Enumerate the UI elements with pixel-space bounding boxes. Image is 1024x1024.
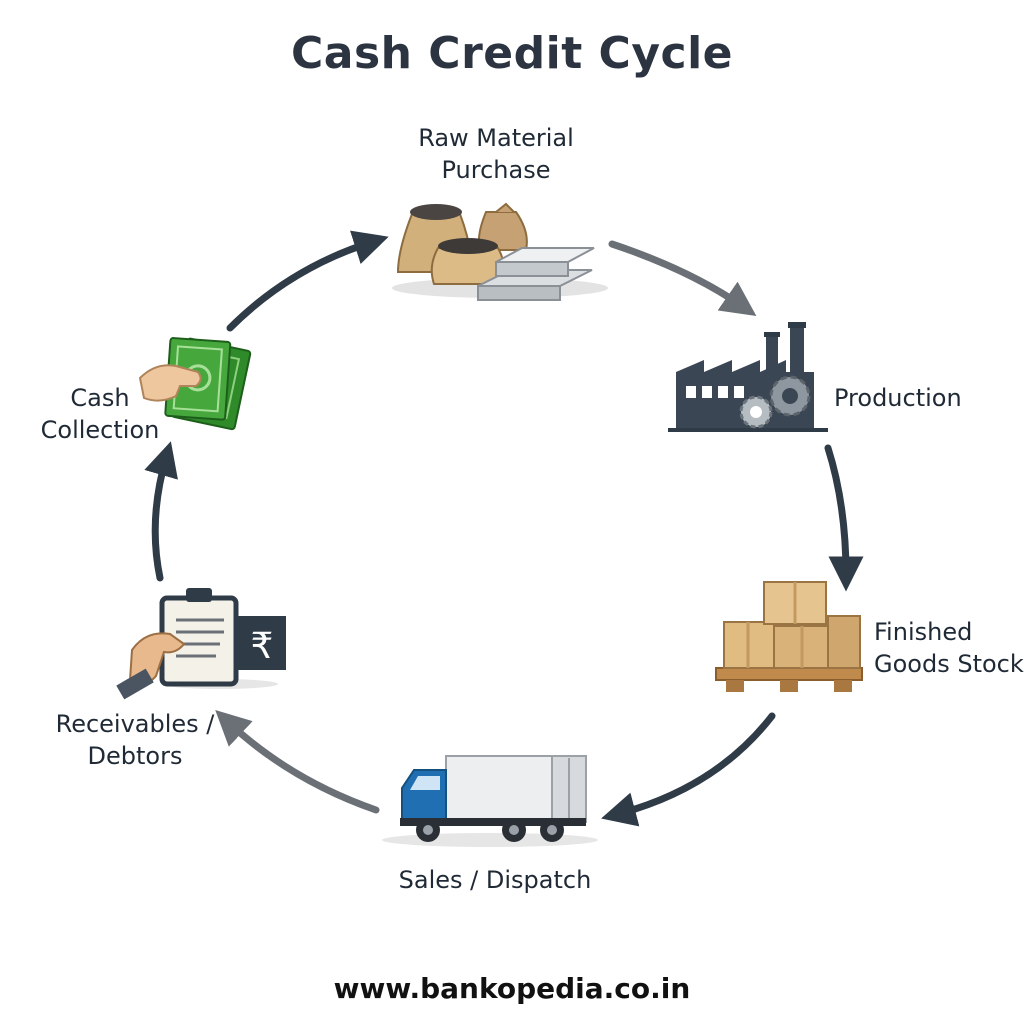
clipboard-rupee-icon: [116, 588, 286, 700]
stage-label-cash-collection: Cash Collection: [40, 384, 160, 444]
stage-label-sales: Sales / Dispatch: [398, 866, 592, 894]
boxes-pallet-icon: [715, 581, 863, 692]
arrow-production-to-finished: [824, 444, 864, 592]
rupee-symbol: ₹: [251, 626, 274, 667]
stage-label-production: Production: [834, 384, 962, 412]
diagram-title: Cash Credit Cycle: [290, 28, 734, 79]
arrow-sales-to-receivables: [215, 710, 380, 814]
stage-label-raw-material: Raw Material Purchase: [418, 124, 574, 184]
arrow-cash-to-raw: [226, 230, 389, 332]
stage-label-receivables: Receivables / Debtors: [55, 710, 215, 770]
footer-website: www.bankopedia.co.in: [333, 972, 691, 1005]
stage-label-finished-goods: Finished Goods Stock: [874, 618, 1024, 678]
arrow-raw-to-production: [608, 240, 757, 316]
truck-icon: [382, 755, 598, 847]
arrow-finished-to-sales: [601, 712, 776, 827]
cash-hand-icon: [138, 337, 252, 431]
factory-icon: [668, 322, 828, 432]
raw-material-sacks-icon: [392, 202, 608, 301]
arrow-receivables-to-cash: [144, 441, 178, 582]
